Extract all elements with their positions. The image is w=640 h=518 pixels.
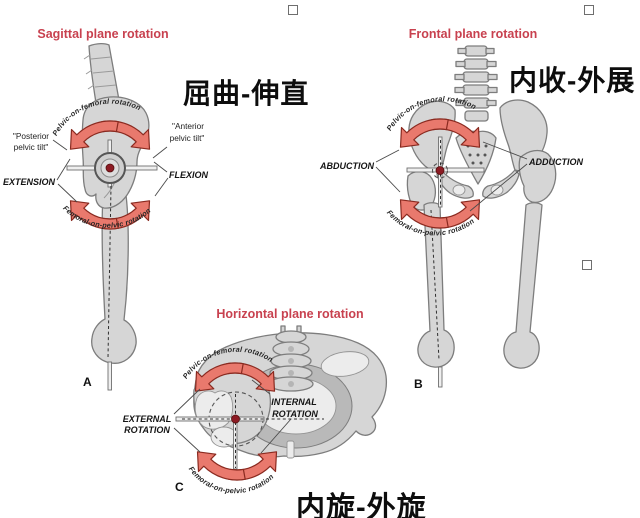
iliac-fossa	[320, 351, 370, 377]
lumbar-spine	[83, 42, 120, 114]
internal-rotation-label-line2: ROTATION	[272, 409, 318, 419]
joint-center-dot-c	[231, 414, 240, 424]
arrow-bottom-left-c	[196, 451, 246, 481]
adduction-label: ADDUCTION	[528, 157, 583, 167]
spine-top-view	[268, 325, 314, 392]
chinese-label-adduction-abduction: 内收-外展	[509, 65, 636, 96]
anterior-tilt-label-line1: "Anterior	[172, 121, 204, 131]
placeholder-square	[582, 260, 592, 270]
femur-axis-dashed	[430, 209, 440, 361]
flexion-label: FLEXION	[169, 170, 209, 180]
panel-sagittal: Sagittal plane rotation	[3, 27, 209, 391]
right-trochanter	[518, 149, 557, 204]
pubic-symphysis	[286, 440, 295, 459]
chinese-label-flexion-extension: 屈曲-伸直	[183, 78, 310, 109]
placeholder-square	[288, 5, 298, 15]
left-obturator-foramen	[452, 184, 466, 196]
horizontal-axis-rod-c	[175, 416, 265, 422]
joint-center-dot-b	[435, 166, 445, 175]
posterior-tilt-label-line1: "Posterior	[13, 131, 49, 141]
panel-letter-a: A	[83, 375, 92, 389]
abduction-label: ABDUCTION	[319, 161, 374, 171]
connector-lines-horizontal	[173, 379, 292, 454]
extension-label: EXTENSION	[3, 177, 56, 187]
sacral-foramina	[466, 144, 488, 165]
spinous-processes	[83, 54, 95, 90]
anterior-tilt-label-line2: pelvic tilt"	[170, 133, 205, 143]
connector-lines-frontal	[375, 141, 528, 212]
lumbar-spine-frontal	[454, 45, 498, 122]
sagittal-title: Sagittal plane rotation	[37, 27, 168, 41]
placeholder-square	[584, 5, 594, 15]
femoral-head-lumps	[194, 390, 234, 430]
panel-letter-b: B	[414, 377, 423, 391]
mechanical-axis-dashed	[107, 185, 112, 359]
vertebrae	[454, 45, 498, 122]
external-rotation-label-line2: ROTATION	[124, 425, 170, 435]
panel-horizontal: Horizontal plane rotation	[123, 307, 388, 495]
chinese-label-internal-external-rotation: 内旋-外旋	[296, 492, 427, 518]
joint-center-dot	[105, 163, 115, 173]
horizontal-title: Horizontal plane rotation	[216, 307, 363, 321]
left-leg-axis-rod	[438, 366, 443, 388]
horizontal-axis-rod-b	[406, 167, 485, 173]
pelvis-lateral	[81, 96, 150, 209]
panel-frontal: Frontal plane rotation	[319, 27, 583, 391]
leg-axis-rod	[107, 361, 112, 391]
internal-rotation-label-line1: INTERNAL	[271, 397, 317, 407]
right-femur-shaft	[503, 202, 543, 369]
posterior-tilt-label-line2: pelvic tilt"	[14, 142, 49, 152]
external-rotation-label-line1: EXTERNAL	[123, 414, 172, 424]
right-obturator-foramen	[490, 184, 504, 196]
panel-letter-c: C	[175, 480, 184, 494]
vertebra-lines	[90, 56, 118, 101]
frontal-title: Frontal plane rotation	[409, 27, 537, 41]
connector-lines-sagittal	[52, 139, 169, 203]
